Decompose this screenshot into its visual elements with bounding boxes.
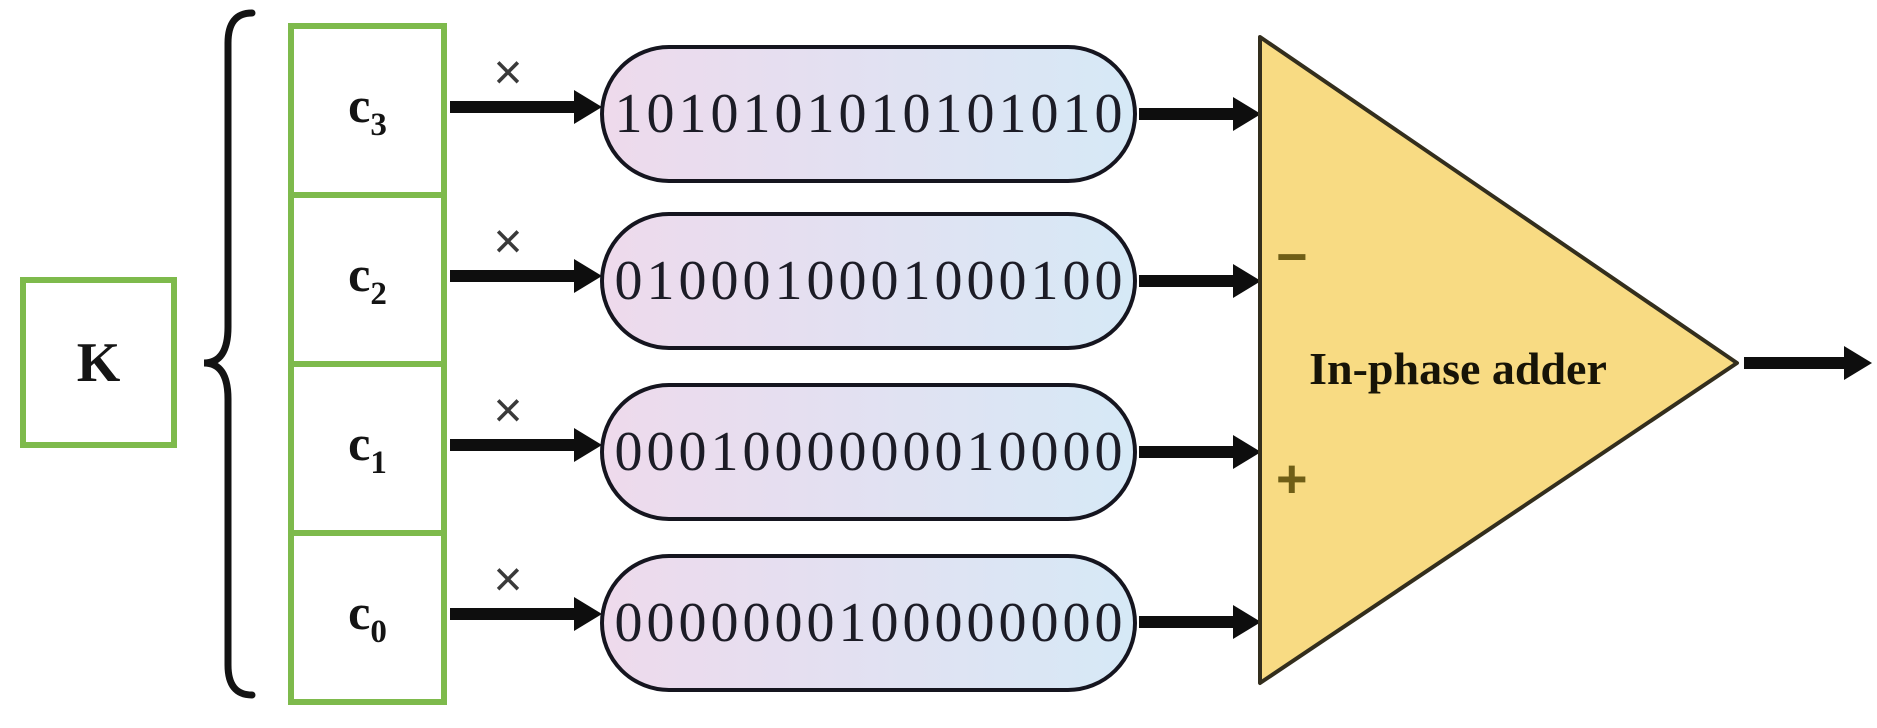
arrow-code-c0-to-adder bbox=[1139, 605, 1261, 639]
arrow-code-c2-to-adder bbox=[1139, 264, 1261, 298]
coeff-cell-c0: c0 bbox=[288, 530, 447, 705]
plus-sign: + bbox=[1276, 449, 1308, 509]
arrowhead-icon bbox=[1844, 346, 1872, 380]
code-value: 0100010001000100 bbox=[614, 250, 1127, 312]
code-value: 0001000000010000 bbox=[614, 421, 1127, 483]
arrow-shaft bbox=[1139, 446, 1237, 458]
arrow-shaft bbox=[1744, 357, 1848, 369]
arrow-shaft bbox=[450, 270, 578, 282]
arrowhead-icon bbox=[574, 259, 602, 293]
arrow-shaft bbox=[1139, 108, 1237, 120]
adder-label: In-phase adder bbox=[1309, 343, 1607, 394]
code-pill-c3: 1010101010101010 bbox=[600, 45, 1137, 183]
arrow-shaft bbox=[1139, 616, 1237, 628]
arrowhead-icon bbox=[574, 597, 602, 631]
coeff-label: c2 bbox=[348, 245, 387, 312]
arrowhead-icon bbox=[1233, 435, 1261, 469]
arrow-c1-to-code bbox=[450, 428, 602, 462]
multiply-icon: × bbox=[493, 551, 523, 607]
multiply-icon: × bbox=[493, 382, 523, 438]
minus-sign: − bbox=[1276, 227, 1308, 287]
key-box: K bbox=[20, 277, 177, 448]
coeff-cell-c2: c2 bbox=[288, 192, 447, 367]
coeff-label: c3 bbox=[348, 76, 387, 143]
code-value: 0000000100000000 bbox=[614, 592, 1127, 654]
coeff-label: c0 bbox=[348, 583, 387, 650]
arrow-code-c3-to-adder bbox=[1139, 97, 1261, 131]
arrow-code-c1-to-adder bbox=[1139, 435, 1261, 469]
inphase-adder-triangle bbox=[1258, 35, 1739, 685]
arrow-shaft bbox=[1139, 275, 1237, 287]
arrow-c0-to-code bbox=[450, 597, 602, 631]
arrow-shaft bbox=[450, 439, 578, 451]
arrowhead-icon bbox=[1233, 97, 1261, 131]
arrow-shaft bbox=[450, 608, 578, 620]
code-pill-c0: 0000000100000000 bbox=[600, 554, 1137, 692]
arrowhead-icon bbox=[574, 90, 602, 124]
arrowhead-icon bbox=[574, 428, 602, 462]
coeff-cell-c3: c3 bbox=[288, 23, 447, 198]
key-label: K bbox=[76, 331, 121, 394]
left-brace-icon bbox=[203, 9, 256, 699]
coeff-label: c1 bbox=[348, 414, 387, 481]
multiply-icon: × bbox=[493, 44, 523, 100]
code-pill-c1: 0001000000010000 bbox=[600, 383, 1137, 521]
arrow-shaft bbox=[450, 101, 578, 113]
arrowhead-icon bbox=[1233, 264, 1261, 298]
coeff-cell-c1: c1 bbox=[288, 361, 447, 536]
arrow-c2-to-code bbox=[450, 259, 602, 293]
code-pill-c2: 0100010001000100 bbox=[600, 212, 1137, 350]
arrowhead-icon bbox=[1233, 605, 1261, 639]
coefficient-column: c3 c2 c1 c0 bbox=[288, 23, 447, 705]
code-value: 1010101010101010 bbox=[614, 83, 1127, 145]
output-arrow bbox=[1744, 346, 1872, 380]
multiply-icon: × bbox=[493, 213, 523, 269]
arrow-c3-to-code bbox=[450, 90, 602, 124]
